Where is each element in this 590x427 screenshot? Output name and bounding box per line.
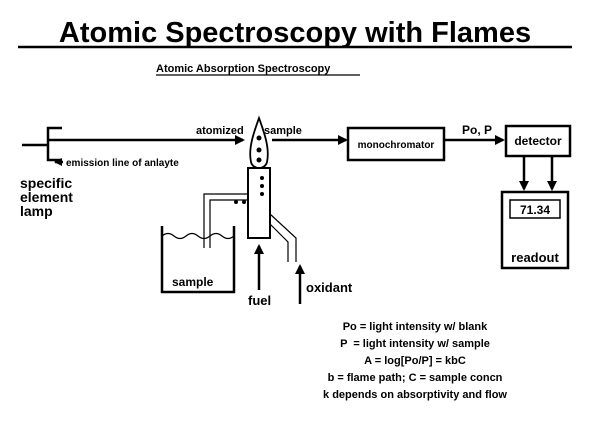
- equation-po: Po = light intensity w/ blank: [343, 321, 488, 333]
- readout-value: 71.34: [520, 203, 550, 217]
- equations-block: Po = light intensity w/ blank P = light …: [323, 321, 507, 401]
- sample-container-label: sample: [172, 275, 214, 289]
- capillary-tube: [203, 193, 248, 248]
- readout-display: [509, 199, 561, 219]
- fuel-label: fuel: [248, 293, 271, 308]
- detector-label: detector: [514, 134, 562, 148]
- lamp-label-1: specific: [20, 175, 72, 191]
- equation-p: P = light intensity w/ sample: [340, 338, 490, 350]
- monochromator-box: [346, 126, 446, 162]
- oxidant-tube: [269, 213, 297, 262]
- equation-b-c: b = flame path; C = sample concn: [328, 372, 503, 384]
- equation-absorbance: A = log[Po/P] = kbC: [364, 355, 466, 367]
- equation-k: k depends on absorptivity and flow: [323, 389, 507, 401]
- emission-label: emission line of anlayte: [66, 158, 179, 169]
- lamp-label-2: element: [20, 189, 73, 205]
- oxidant-label: oxidant: [306, 280, 353, 295]
- lamp-label-3: lamp: [20, 203, 53, 219]
- po-p-label: Po, P: [462, 123, 492, 137]
- readout-label: readout: [511, 250, 559, 265]
- lamp-bracket: [22, 126, 62, 162]
- subtitle: Atomic Absorption Spectroscopy: [156, 63, 331, 75]
- atomized-label: atomized: [196, 125, 244, 137]
- burner: [234, 167, 271, 239]
- beam-sample-label: sample: [264, 125, 302, 137]
- page-title: Atomic Spectroscopy with Flames: [59, 17, 531, 49]
- sample-beaker: [160, 226, 236, 294]
- detector-box: [504, 124, 572, 158]
- monochromator-label: monochromator: [358, 140, 435, 151]
